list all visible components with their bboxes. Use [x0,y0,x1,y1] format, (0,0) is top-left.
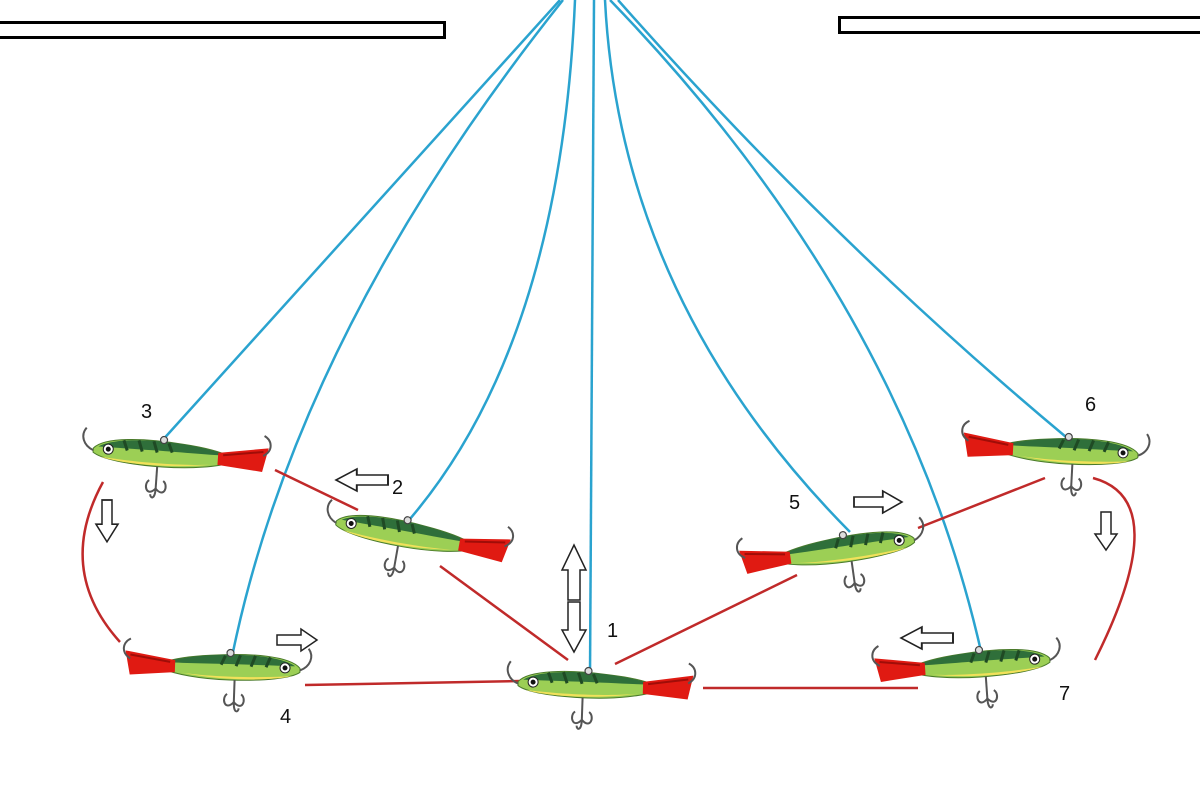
ice-surface-right [838,16,1200,34]
balancer-lure-icon [957,418,1152,501]
trajectory-2-to-1 [439,564,569,662]
position-label-2: 2 [392,477,403,499]
direction-arrow-icon [335,468,389,492]
position-label-1: 1 [607,620,618,642]
balancer-lure-icon [734,511,933,610]
trajectory-5-to-6 [917,476,1046,530]
position-label-7: 7 [1059,683,1070,705]
direction-arrow-icon [1094,511,1118,551]
position-label-5: 5 [789,492,800,514]
position-label-3: 3 [141,401,152,423]
trajectory-1-to-5 [614,573,798,666]
line-to-lure-6 [617,0,1067,438]
line-to-lure-2 [402,0,577,528]
direction-arrow-icon [853,490,903,514]
direction-arrow-icon [95,499,119,543]
line-to-lure-5 [603,0,851,533]
trajectory-3-to-4 [81,481,121,643]
line-to-lure-4 [231,0,564,653]
balancer-lure-icon [120,636,314,716]
up-down-arrow-icon [560,543,588,654]
direction-arrow-icon [276,628,318,652]
balancer-lure-icon [77,421,273,507]
balancer-lure-icon [870,631,1066,717]
lure-trajectory [81,468,1136,690]
line-to-lure-1 [588,0,596,676]
balancer-lure-icon [504,655,698,735]
trajectory-3-to-2 [274,468,359,512]
line-to-lure-3 [159,0,561,444]
line-to-lure-7 [609,0,982,648]
trajectory-6-to-7 [1092,476,1136,661]
position-label-4: 4 [280,706,291,728]
trajectory-1-to-4 [304,679,521,687]
position-label-6: 6 [1085,394,1096,416]
direction-arrow-icon [900,626,954,650]
fishing-lines [159,0,1067,676]
ice-surface-left [0,21,446,39]
